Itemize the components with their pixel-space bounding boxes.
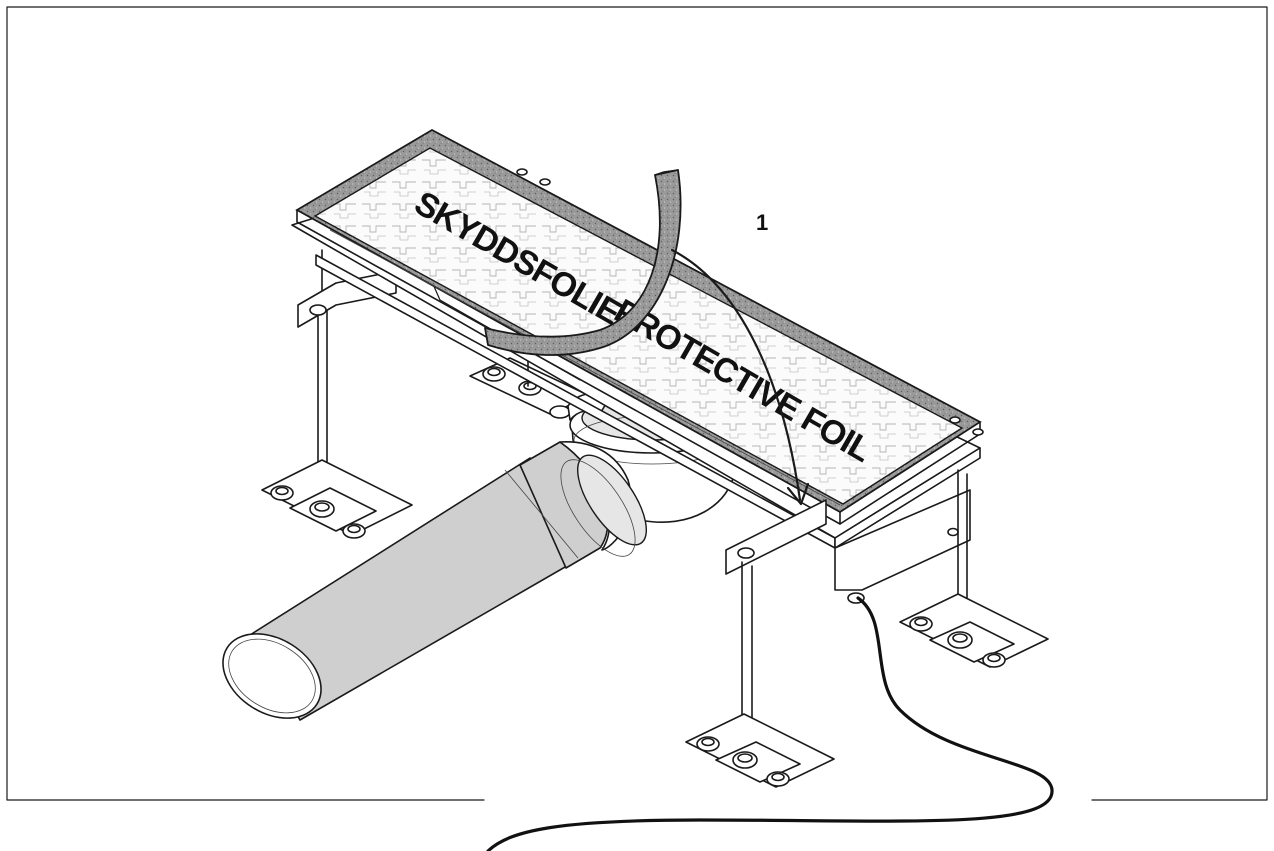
bolt-icon <box>696 736 720 752</box>
bolt-icon <box>909 616 933 632</box>
grounding-cable <box>486 596 1054 851</box>
arrow-head-icon <box>786 482 810 506</box>
bolt-icon <box>947 631 973 649</box>
support-leg-right <box>834 469 1049 668</box>
frame-studs <box>516 168 984 436</box>
bolt-icon <box>766 771 790 787</box>
page-border <box>6 6 1268 801</box>
bolt-icon <box>309 500 335 518</box>
bolt-icon <box>270 485 294 501</box>
bolt-icon <box>982 652 1006 668</box>
support-leg-left <box>261 249 413 539</box>
bolt-icon <box>732 751 758 769</box>
foam-strip <box>484 169 682 356</box>
outlet-pipe <box>222 441 648 721</box>
bolt-icon <box>342 523 366 539</box>
callout-number: 1 <box>756 210 768 235</box>
removal-arrow <box>670 248 810 506</box>
support-leg-front <box>685 499 835 788</box>
